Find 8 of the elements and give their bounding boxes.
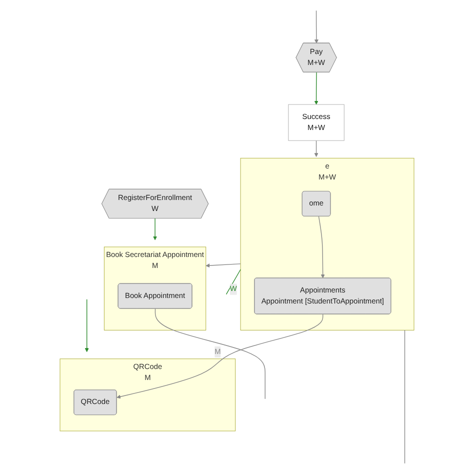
- arrow: [314, 72, 318, 105]
- arrow: [314, 10, 318, 44]
- arrow: [206, 263, 241, 268]
- arrow: [84, 299, 89, 352]
- arrow: [318, 216, 325, 278]
- arrow: [116, 314, 324, 399]
- arrow: [314, 140, 318, 157]
- arrow: [153, 218, 158, 240]
